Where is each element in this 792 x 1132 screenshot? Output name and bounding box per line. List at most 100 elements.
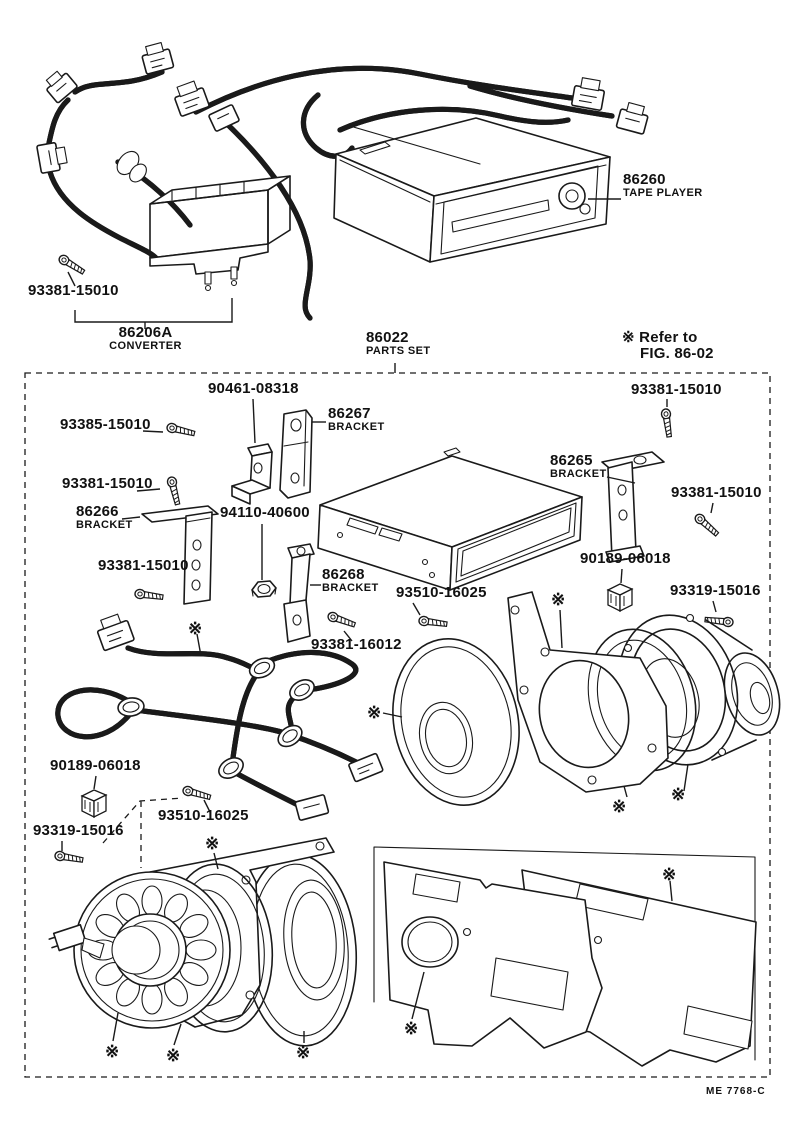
part-number: 90189-06018 — [50, 757, 141, 774]
reference-mark: ※ — [205, 834, 220, 853]
bracket-86268-part — [283, 543, 315, 643]
part-name: BRACKET — [322, 581, 379, 594]
part-name: BRACKET — [76, 518, 133, 531]
part-number: 86206A — [118, 324, 173, 341]
part-number: 93510-16025 — [396, 584, 487, 601]
nut-94110-part — [251, 580, 277, 598]
clip-left-part — [81, 789, 107, 818]
speaker-rear — [48, 871, 231, 1029]
callout-nut-94110: 94110-40600 — [220, 505, 310, 522]
reference-mark: ※ — [105, 1042, 120, 1061]
speaker-assembly-right — [392, 591, 781, 806]
callout-screw-bottom-left: 93319-15016 — [33, 823, 124, 840]
reference-mark: ※ — [662, 865, 677, 884]
reference-mark: ※ — [367, 703, 382, 722]
note-text-line1: Refer to — [639, 329, 698, 346]
callout-clip-90461: 90461-08318 — [208, 381, 299, 398]
callout-converter: 86206A CONVERTER — [88, 325, 203, 352]
reference-mark: ※ — [551, 590, 566, 609]
bolt-right-part — [692, 511, 721, 539]
part-name: TAPE PLAYER — [623, 186, 703, 199]
bolt-top-right-part — [660, 407, 675, 439]
callout-parts-set: 86022 PARTS SET — [366, 330, 431, 357]
part-number: 86265 — [550, 452, 593, 469]
screw-bottom-left-part — [53, 850, 85, 866]
speaker-bracket-plate — [489, 591, 669, 793]
refer-note: ※ Refer to FIG. 86-02 — [622, 330, 714, 362]
callout-bolt-right: 93381-15010 — [671, 485, 762, 502]
part-number: 90189-06018 — [580, 550, 671, 567]
speaker-cone-grille — [392, 638, 520, 806]
callout-bolt-top-right: 93381-15010 — [631, 382, 722, 399]
clip-right-part — [607, 583, 633, 612]
bracket-86267-part — [279, 409, 313, 499]
bolt-16012-part — [326, 610, 357, 630]
callout-screw-left-lower: 93510-16025 — [158, 808, 249, 825]
panel-front — [383, 861, 603, 1049]
callout-clip-right: 90189-06018 — [580, 551, 671, 568]
oval-grille — [242, 853, 358, 1047]
callout-bracket-86267: 86267 BRACKET — [328, 406, 385, 433]
reference-mark: ※ — [612, 797, 627, 816]
screw-mid-part — [417, 615, 449, 630]
part-name: CONVERTER — [109, 339, 182, 352]
reference-mark: ※ — [404, 1019, 419, 1038]
reference-mark: ※ — [296, 1043, 311, 1062]
part-number: 93381-15010 — [28, 282, 119, 299]
part-number: 86268 — [322, 566, 365, 583]
reference-mark: ※ — [671, 785, 686, 804]
screw-top-left — [56, 252, 87, 277]
parts-set-boundary — [24, 372, 771, 1078]
part-number: 93381-15010 — [671, 484, 762, 501]
reference-mark: ※ — [188, 619, 203, 638]
screw-93385-part — [165, 421, 197, 439]
reference-mark: ※ — [622, 329, 635, 346]
callout-bracket-86265: 86265 BRACKET — [550, 453, 607, 480]
part-number: 94110-40600 — [220, 504, 310, 521]
callout-bolt-left-lower: 93381-15010 — [98, 558, 189, 575]
part-number: 93381-15010 — [98, 557, 189, 574]
mounting-panels — [373, 846, 757, 1067]
part-number: 93510-16025 — [158, 807, 249, 824]
part-number: 93381-16012 — [311, 636, 402, 653]
wiring-harness-top — [36, 41, 649, 321]
speaker-assembly-bottom-left — [48, 837, 358, 1047]
note-text-line2: FIG. 86-02 — [640, 344, 714, 362]
callout-clip-left: 90189-06018 — [50, 758, 141, 775]
callout-bolt-16012: 93381-16012 — [311, 637, 402, 654]
reference-mark: ※ — [166, 1046, 181, 1065]
callout-bolt-left-upper: 93381-15010 — [62, 476, 153, 493]
callout-screw-top-left: 93381-15010 — [28, 283, 119, 300]
part-number: 93319-15016 — [33, 822, 124, 839]
callout-screw-mid: 93510-16025 — [396, 585, 487, 602]
part-name: PARTS SET — [366, 344, 431, 357]
part-name: BRACKET — [328, 420, 385, 433]
bolt-left-upper-part — [165, 475, 183, 507]
part-number: 86267 — [328, 405, 371, 422]
converter-unit — [149, 175, 291, 292]
callout-bracket-86266: 86266 BRACKET — [76, 504, 133, 531]
tape-player-unit — [333, 117, 611, 263]
leader-lines — [61, 198, 717, 1046]
part-number: 93381-15010 — [631, 381, 722, 398]
bracket-86266-part — [141, 505, 219, 605]
part-name: BRACKET — [550, 467, 607, 480]
part-number: 93319-15016 — [670, 582, 761, 599]
radio-chassis — [317, 447, 583, 591]
part-number: 86266 — [76, 503, 119, 520]
callout-screw-93385: 93385-15010 — [60, 417, 151, 434]
bolt-left-lower-part — [133, 588, 165, 603]
part-number: 93381-15010 — [62, 475, 153, 492]
part-number: 90461-08318 — [208, 380, 299, 397]
bracket-86265-part — [601, 451, 665, 563]
clip-90461-part — [231, 443, 273, 505]
part-number: 86022 — [366, 329, 409, 346]
part-number: 86260 — [623, 171, 666, 188]
figure-code: ME 7768-C — [706, 1086, 766, 1097]
callout-tape-player: 86260 TAPE PLAYER — [623, 172, 703, 199]
part-number: 93385-15010 — [60, 416, 151, 433]
screw-left-lower-part — [181, 784, 213, 803]
speaker-wire-harness — [58, 613, 384, 821]
